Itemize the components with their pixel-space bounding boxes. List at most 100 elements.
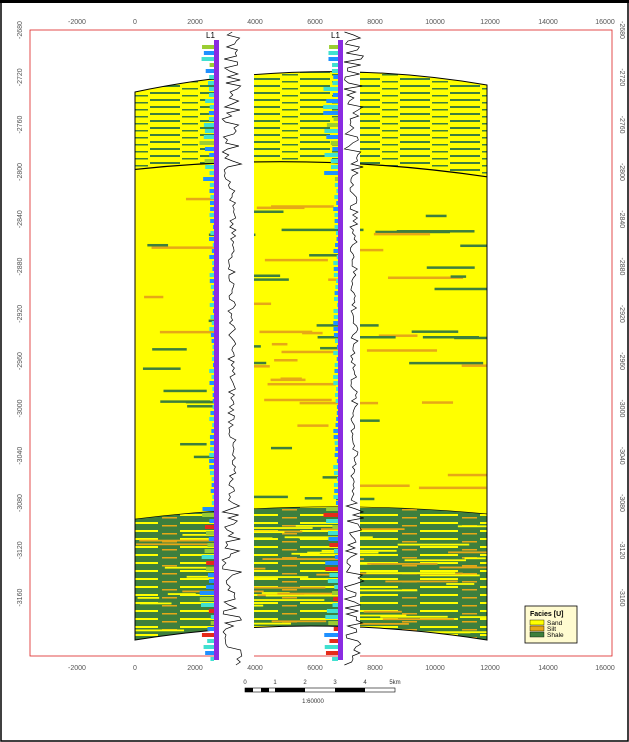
log-fill xyxy=(210,621,214,625)
log-fill xyxy=(210,207,214,211)
log-fill xyxy=(333,549,338,553)
y-tick-label: -2840 xyxy=(17,210,24,228)
log-fill xyxy=(324,171,338,175)
log-fill xyxy=(199,597,214,601)
facies-streak xyxy=(397,543,470,546)
log-fill xyxy=(205,99,214,103)
scale-tick-label: 3 xyxy=(333,680,337,686)
log-fill xyxy=(205,567,214,571)
facies-streak xyxy=(244,365,270,368)
log-fill xyxy=(332,93,338,97)
log-fill xyxy=(199,141,214,145)
log-fill xyxy=(208,579,214,583)
log-fill xyxy=(209,435,214,439)
log-fill xyxy=(336,459,338,463)
facies-streak xyxy=(316,573,338,576)
y-tick-label: -2760 xyxy=(618,116,625,134)
x-tick-label: 10000 xyxy=(425,665,445,672)
facies-streak xyxy=(271,620,327,623)
y-tick-label: -2720 xyxy=(618,68,625,86)
log-fill xyxy=(335,231,338,235)
y-tick-label: -2760 xyxy=(17,116,24,134)
log-fill xyxy=(336,279,338,283)
facies-streak xyxy=(152,348,187,351)
log-fill xyxy=(325,561,338,565)
log-fill xyxy=(326,519,338,523)
log-fill xyxy=(212,423,214,427)
facies-streak xyxy=(135,543,232,546)
log-fill xyxy=(334,219,338,223)
well-label-1: L1 xyxy=(206,31,215,40)
log-fill xyxy=(210,489,214,493)
facies-streak xyxy=(250,302,272,306)
log-fill xyxy=(209,459,214,463)
log-fill xyxy=(333,327,338,331)
log-fill xyxy=(332,591,338,595)
log-fill xyxy=(332,657,338,661)
log-fill xyxy=(204,549,214,553)
x-tick-label: 14000 xyxy=(538,19,558,26)
map-frame xyxy=(29,29,613,657)
legend-title: Facies [U] xyxy=(530,611,563,618)
x-tick-label: 4000 xyxy=(247,665,263,672)
facies-streak xyxy=(304,497,323,500)
log-fill xyxy=(333,471,338,475)
facies-streak xyxy=(339,484,410,487)
log-fill xyxy=(211,249,214,253)
well-log-1 xyxy=(199,31,243,666)
log-fill xyxy=(333,261,338,265)
facies-streak xyxy=(142,367,181,370)
log-fill xyxy=(203,645,214,649)
well-log-2-line xyxy=(343,40,346,660)
log-fill xyxy=(205,531,214,535)
log-fill xyxy=(329,543,338,547)
log-fill xyxy=(212,363,214,367)
x-tick-label: 0 xyxy=(133,19,137,26)
log-fill xyxy=(336,237,338,241)
log-fill xyxy=(330,159,338,163)
log-fill xyxy=(209,303,214,307)
log-fill xyxy=(336,255,338,259)
facies-streak xyxy=(243,537,273,540)
y-tick-label: -3000 xyxy=(17,399,24,417)
log-fill xyxy=(212,495,214,499)
log-fill xyxy=(336,405,338,409)
log-fill xyxy=(323,111,338,115)
well-log-1-line xyxy=(219,40,222,660)
log-fill xyxy=(334,489,338,493)
log-fill xyxy=(329,573,338,577)
log-fill xyxy=(326,135,338,139)
log-fill xyxy=(212,399,214,403)
legend-label-sand: Sand xyxy=(547,620,563,627)
log-fill xyxy=(210,315,214,319)
x-tick-label: 8000 xyxy=(367,665,383,672)
log-fill xyxy=(204,147,214,151)
legend-swatch-sand xyxy=(529,619,545,626)
log-fill xyxy=(209,327,214,331)
y-tick-label: -2960 xyxy=(618,352,625,370)
facies-streak xyxy=(264,258,328,262)
x-tick-label: 4000 xyxy=(247,19,263,26)
facies-streak xyxy=(367,562,438,565)
log-fill xyxy=(208,111,214,115)
log-fill xyxy=(209,213,214,217)
facies-streak xyxy=(363,610,402,613)
facies-streak xyxy=(277,592,339,595)
log-fill xyxy=(201,57,214,61)
facies-streak xyxy=(421,401,454,404)
facies-streak xyxy=(259,330,313,334)
facies-streak xyxy=(337,614,407,617)
facies-streak xyxy=(429,631,471,634)
log-fill xyxy=(209,171,214,175)
facies-streak xyxy=(159,330,243,334)
facies-streak xyxy=(447,473,487,477)
facies-streak xyxy=(322,476,344,479)
log-fill xyxy=(336,345,338,349)
facies-streak xyxy=(147,243,169,247)
scale-tick-label: 1 xyxy=(273,680,277,686)
x-tick-label: 2000 xyxy=(187,19,203,26)
log-fill xyxy=(209,105,214,109)
facies-streak xyxy=(409,361,484,365)
x-tick-label: 0 xyxy=(133,665,137,672)
